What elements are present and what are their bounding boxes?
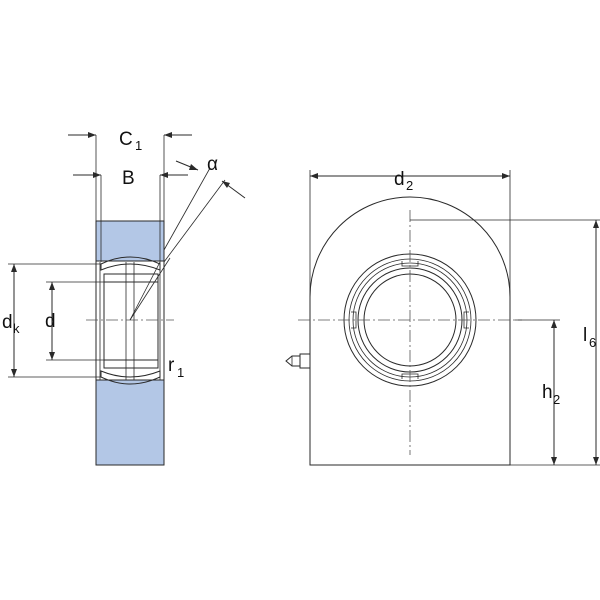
grease-nipple [285,353,311,369]
c1-subscript: 1 [135,138,142,153]
section-view: C 1 B α d k d r 1 [2,129,246,466]
l6-subscript: 6 [589,335,596,350]
housing-outline [309,196,511,466]
front-view: d 2 l 6 h 2 [285,169,600,466]
c1-label: C [119,129,133,150]
b-label: B [122,168,135,189]
l6-label: l [583,325,587,346]
dk-label: d [2,312,13,333]
d2-label: d [394,169,405,190]
h2-subscript: 2 [553,392,560,407]
d-label: d [45,311,56,332]
dk-subscript: k [13,321,20,336]
outer-ring-section [95,260,165,381]
h2-label: h [542,382,553,403]
d2-subscript: 2 [406,178,413,193]
inner-ring [103,273,159,369]
alpha-label: α [207,154,218,175]
housing-section-bottom [95,379,165,466]
r1-label: r [168,355,175,376]
housing-section-top [95,220,165,262]
r1-subscript: 1 [177,365,184,380]
